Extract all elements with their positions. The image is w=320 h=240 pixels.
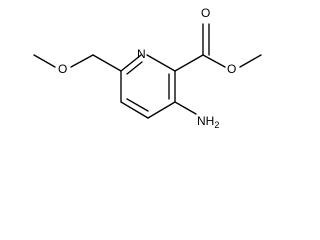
bond-c6-n-inner (126, 61, 143, 75)
amine-h-count: 2 (214, 120, 219, 130)
bond-c6-n (120, 54, 142, 72)
bond-c6-ch2 (92, 54, 122, 72)
bond-n-c2 (146, 54, 176, 72)
bond-c2-carbonyl (174, 54, 204, 72)
bond-carbonyl-ester-o (202, 54, 226, 68)
bond-ester-o-methyl (239, 54, 262, 68)
ester-oxygen-label: O (227, 62, 236, 76)
bond-c4-c5-inner (126, 98, 149, 112)
bond-c3-c4 (147, 101, 176, 119)
amine-nh-text: NH (197, 114, 214, 128)
bond-c3-amine (174, 101, 197, 115)
bond-c4-c5 (120, 101, 149, 119)
chemical-structure: N O O O NH2 (33, 6, 262, 130)
ether-oxygen-label: O (58, 62, 67, 76)
carbonyl-oxygen-label: O (201, 6, 210, 20)
amine-label: NH2 (197, 114, 219, 130)
ring-nitrogen-label: N (137, 47, 146, 61)
bond-ch2-ether-o (70, 54, 94, 68)
bond-ether-o-methyl (33, 54, 56, 68)
